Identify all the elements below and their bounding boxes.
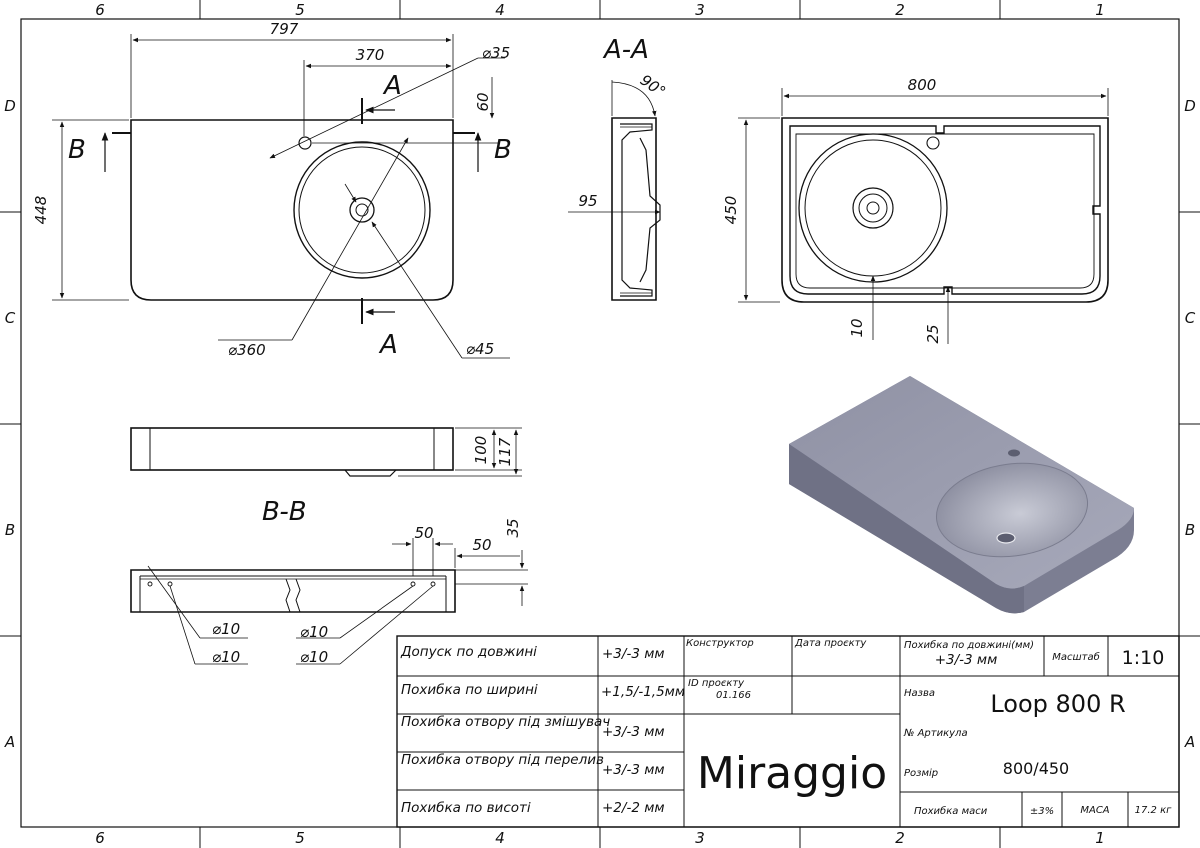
top-view-labels: 797 370 ⌀35 60 448 ⌀360 ⌀45 A A B B (32, 20, 512, 360)
bottom-view-labels: 800 450 10 25 (722, 76, 942, 344)
date-label: Дата проєкту (794, 638, 867, 649)
dim-60: 60 (474, 92, 492, 111)
iso-render (789, 376, 1134, 614)
tol-value-3: +3/-3 мм (602, 724, 665, 740)
section-bb-title: B-B (262, 497, 307, 527)
grid-row-right-2: C (1185, 309, 1196, 327)
dim-hole-dia: ⌀35 (482, 44, 510, 62)
grid-col-bottom-3: 4 (495, 829, 505, 847)
dim-35: 35 (504, 518, 522, 537)
section-bb-view (130, 538, 528, 665)
side-view-labels: 100 117 (472, 436, 514, 467)
dim-448: 448 (32, 196, 50, 225)
grid-col-bottom-1: 6 (95, 829, 105, 847)
dia-10-c: ⌀10 (300, 623, 328, 641)
title-block-text: Допуск по довжині +3/-3 мм Похибка по ши… (400, 638, 1172, 817)
size-label: Розмір (904, 767, 938, 779)
dim-10: 10 (848, 318, 866, 337)
mass-error-value: ±3% (1030, 806, 1054, 817)
project-id-value: 01.166 (716, 690, 751, 701)
grid-row-right-1: D (1184, 97, 1196, 115)
grid-col-top-6: 1 (1095, 1, 1105, 19)
length-error-label: Похибка по довжині(мм) (904, 639, 1034, 651)
project-id-label: ID проєкту (688, 678, 745, 689)
name-value: Loop 800 R (990, 690, 1125, 718)
brand-logo: Miraggio (697, 748, 887, 799)
side-view (130, 427, 522, 477)
dim-bowl-dia: ⌀360 (228, 341, 266, 359)
grid-labels: 6 5 4 3 2 1 6 5 4 3 2 1 D C B A D C B A (4, 1, 1196, 847)
dim-100: 100 (472, 436, 490, 465)
name-label: Назва (904, 688, 935, 699)
mass-error-label: Похибка маси (914, 805, 988, 817)
grid-col-bottom-6: 1 (1095, 829, 1105, 847)
grid-col-bottom-4: 3 (695, 829, 705, 847)
grid-row-left-2: C (5, 309, 16, 327)
article-label: № Артикула (903, 728, 968, 739)
scale-label: Масштаб (1052, 651, 1100, 663)
grid-col-top-2: 5 (295, 1, 305, 19)
mass-label: МАСА (1080, 805, 1109, 816)
tol-label-1: Допуск по довжині (400, 644, 537, 660)
tol-value-1: +3/-3 мм (602, 646, 665, 662)
dim-25: 25 (924, 324, 942, 343)
section-b-right: B (494, 135, 512, 165)
length-error-value: +3/-3 мм (935, 652, 998, 668)
top-view (52, 34, 510, 359)
dim-797: 797 (270, 20, 299, 38)
tol-label-3: Похибка отвору під змішувач (401, 714, 610, 730)
dim-800: 800 (908, 76, 937, 94)
title-block (396, 635, 1180, 828)
section-a-top: A (382, 71, 402, 101)
grid-col-top-5: 2 (895, 1, 905, 19)
section-b-left: B (68, 135, 86, 165)
tol-label-2: Похибка по ширині (401, 682, 538, 698)
bottom-view (738, 88, 1109, 344)
dim-50-second: 50 (472, 536, 491, 554)
dim-50-first: 50 (414, 524, 433, 542)
dia-10-a: ⌀10 (212, 620, 240, 638)
tol-value-2: +1,5/-1,5мм (601, 684, 685, 700)
dia-10-d: ⌀10 (300, 648, 328, 666)
dim-drain-dia: ⌀45 (466, 340, 494, 358)
dim-95: 95 (578, 192, 597, 210)
grid-row-right-3: B (1185, 521, 1195, 539)
tol-label-4: Похибка отвору під перелив (401, 752, 604, 768)
grid-row-right-4: A (1184, 733, 1195, 751)
grid-row-left-1: D (4, 97, 16, 115)
grid-col-bottom-5: 2 (895, 829, 905, 847)
grid-col-bottom-2: 5 (295, 829, 305, 847)
grid-row-left-4: A (4, 733, 15, 751)
constructor-label: Конструктор (686, 638, 754, 649)
tol-value-4: +3/-3 мм (602, 762, 665, 778)
scale-value: 1:10 (1122, 647, 1165, 669)
dim-117: 117 (496, 437, 514, 466)
grid-col-top-4: 3 (695, 1, 705, 19)
section-aa-view (568, 80, 661, 301)
dim-450: 450 (722, 196, 740, 225)
size-value: 800/450 (1003, 759, 1069, 778)
dim-90: 90° (637, 71, 669, 101)
grid-col-top-3: 4 (495, 1, 505, 19)
section-aa-title: A-A (602, 35, 649, 65)
tol-value-5: +2/-2 мм (602, 800, 665, 816)
tol-label-5: Похибка по висоті (401, 800, 531, 816)
dim-370: 370 (356, 46, 385, 64)
grid-row-left-3: B (5, 521, 15, 539)
mass-value: 17.2 кг (1135, 805, 1172, 816)
grid-col-top-1: 6 (95, 1, 105, 19)
section-a-bottom: A (378, 330, 398, 360)
section-bb-labels: B-B 50 50 35 ⌀10 ⌀10 ⌀10 ⌀10 (212, 497, 522, 666)
dia-10-b: ⌀10 (212, 648, 240, 666)
